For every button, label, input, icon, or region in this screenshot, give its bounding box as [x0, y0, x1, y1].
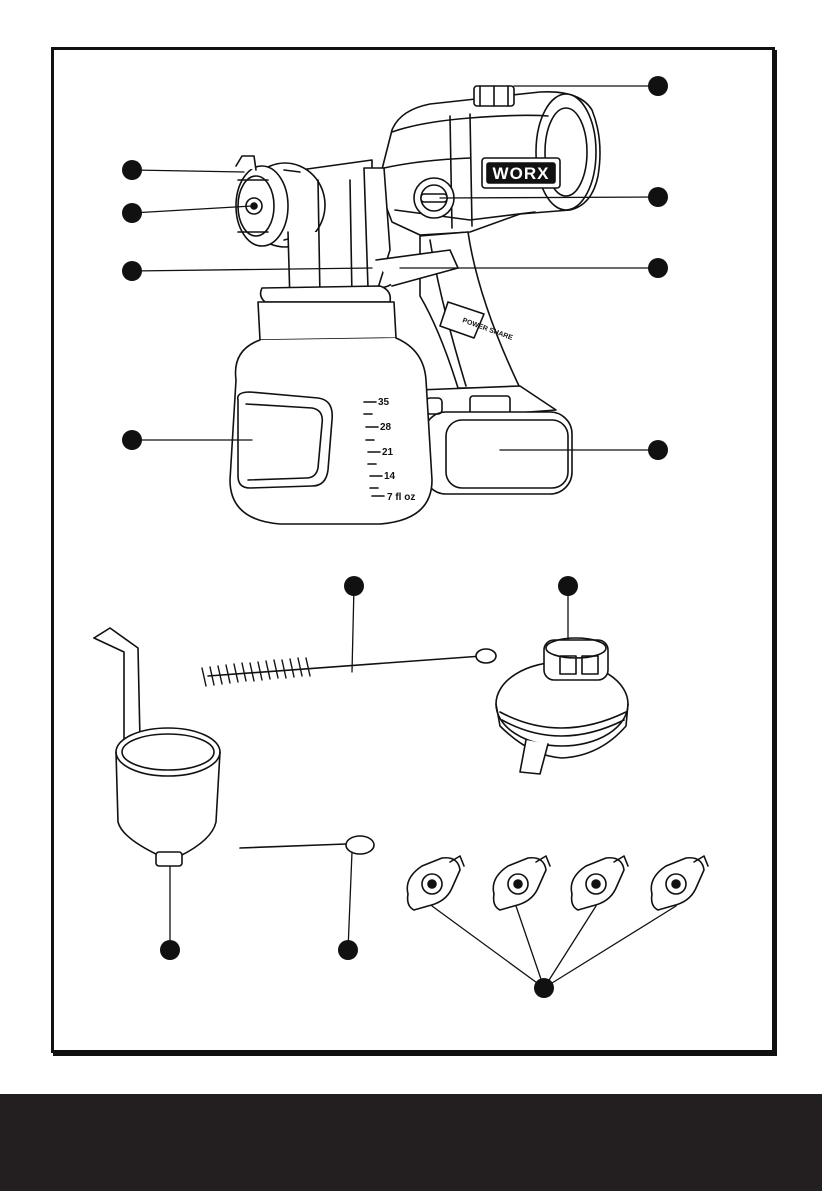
brand-logo: WORX — [493, 164, 550, 183]
spray-tip — [571, 856, 628, 910]
viscosity-cup — [94, 628, 220, 866]
cleaning-brush — [202, 649, 496, 686]
callout-top-knob — [648, 76, 668, 96]
paint-container — [230, 286, 432, 524]
spray-tips — [407, 856, 708, 910]
spray-tip — [651, 856, 708, 910]
footer-band — [0, 1094, 822, 1191]
suction-filter — [496, 638, 628, 774]
spray-tip — [407, 856, 464, 910]
scale-mark-14: 14 — [384, 471, 396, 482]
callout-release-latch — [122, 261, 142, 281]
scale-mark-28: 28 — [380, 422, 392, 433]
callout-battery — [648, 440, 668, 460]
callout-nozzle-lever — [122, 160, 142, 180]
cleaning-pin — [240, 836, 374, 854]
motor-housing — [378, 86, 600, 235]
callout-flow-dial — [648, 187, 668, 207]
callout-paint-container — [122, 430, 142, 450]
battery — [418, 386, 572, 494]
callout-nozzle — [122, 203, 142, 223]
scale-mark-21: 21 — [382, 447, 394, 458]
callout-cleaning-brush — [344, 576, 364, 596]
callout-trigger — [648, 258, 668, 278]
scale-mark-7-fl-oz: 7 fl oz — [387, 492, 415, 503]
callout-spray-tips — [534, 978, 554, 998]
callout-suction-filter — [558, 576, 578, 596]
scale-mark-35: 35 — [378, 397, 390, 408]
spray-tip — [493, 856, 550, 910]
callout-viscosity-cup — [160, 940, 180, 960]
callout-cleaning-pin — [338, 940, 358, 960]
